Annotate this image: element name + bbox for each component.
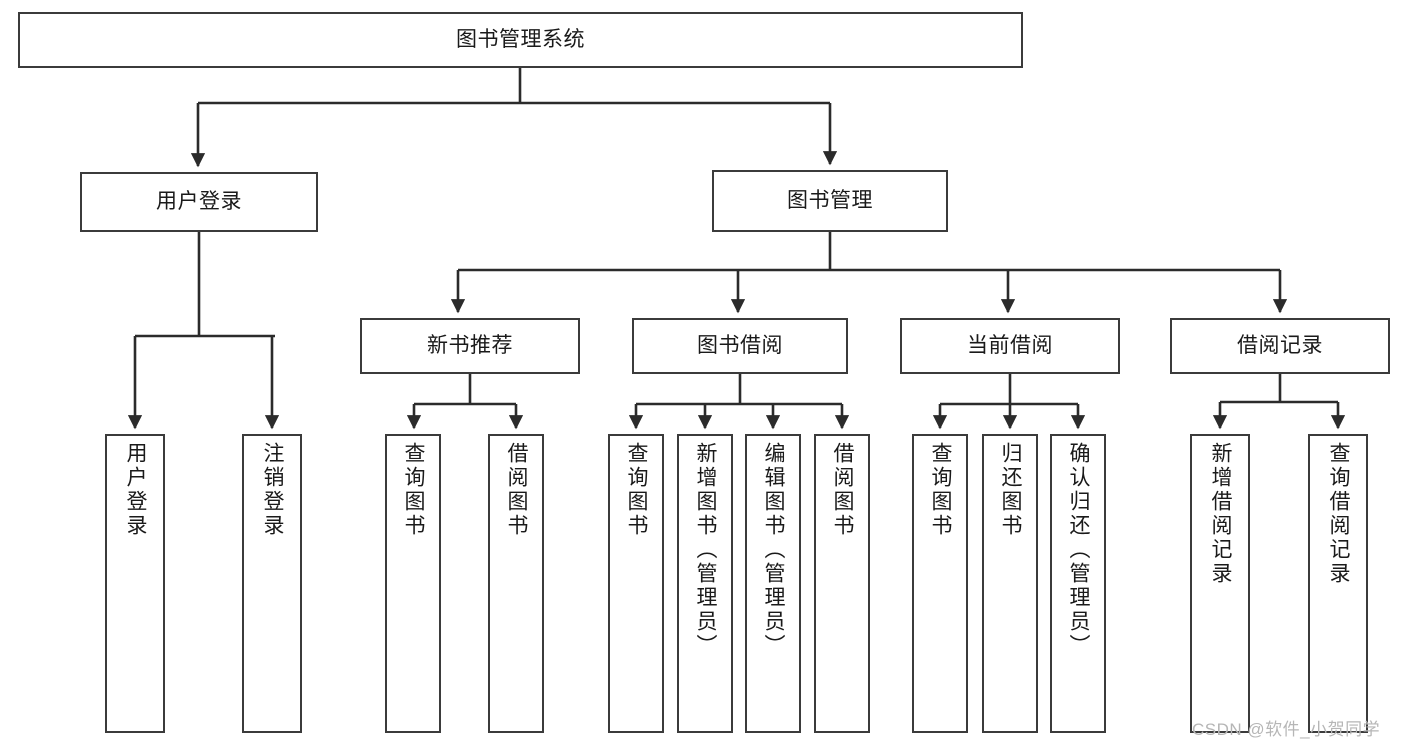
node-book-management[interactable]: 图书管理 [712,170,948,232]
leaf-confirm-return-admin[interactable]: 确认归还（管理员） [1050,434,1106,733]
leaf-return-book[interactable]: 归还图书 [982,434,1038,733]
leaf-add-borrow-record[interactable]: 新增借阅记录 [1190,434,1250,733]
node-label: 图书管理系统 [456,28,585,52]
node-label: 用户登录 [124,442,148,538]
leaf-edit-book-admin[interactable]: 编辑图书（管理员） [745,434,801,733]
node-label: 借阅图书 [505,442,529,538]
csdn-watermark: CSDN @软件_小贺同学 [1192,720,1381,739]
node-label: 注销登录 [261,442,285,538]
node-label: 用户登录 [156,190,242,214]
node-label: 新增借阅记录 [1209,442,1233,586]
node-label: 确认归还（管理员） [1067,442,1091,658]
node-label: 当前借阅 [967,334,1053,358]
node-book-borrow[interactable]: 图书借阅 [632,318,848,374]
leaf-query-book-nbr[interactable]: 查询图书 [385,434,441,733]
leaf-query-book-cb[interactable]: 查询图书 [912,434,968,733]
node-label: 图书管理 [787,189,873,213]
node-label: 借阅图书 [831,442,855,538]
node-borrow-record[interactable]: 借阅记录 [1170,318,1390,374]
node-new-book-recommend[interactable]: 新书推荐 [360,318,580,374]
node-label: 查询借阅记录 [1327,442,1351,586]
node-label: 新增图书（管理员） [694,442,718,658]
node-label: 借阅记录 [1237,334,1323,358]
node-label: 查询图书 [402,442,426,538]
node-root[interactable]: 图书管理系统 [18,12,1023,68]
leaf-user-login[interactable]: 用户登录 [105,434,165,733]
leaf-borrow-book-nbr[interactable]: 借阅图书 [488,434,544,733]
node-label: 查询图书 [625,442,649,538]
node-label: 编辑图书（管理员） [762,442,786,658]
node-label: 新书推荐 [427,334,513,358]
node-user-login[interactable]: 用户登录 [80,172,318,232]
node-label: 归还图书 [999,442,1023,538]
node-current-borrow[interactable]: 当前借阅 [900,318,1120,374]
node-label: 查询图书 [929,442,953,538]
leaf-query-borrow-record[interactable]: 查询借阅记录 [1308,434,1368,733]
leaf-query-book-bb[interactable]: 查询图书 [608,434,664,733]
leaf-logout[interactable]: 注销登录 [242,434,302,733]
leaf-borrow-book-bb[interactable]: 借阅图书 [814,434,870,733]
leaf-add-book-admin[interactable]: 新增图书（管理员） [677,434,733,733]
node-label: 图书借阅 [697,334,783,358]
